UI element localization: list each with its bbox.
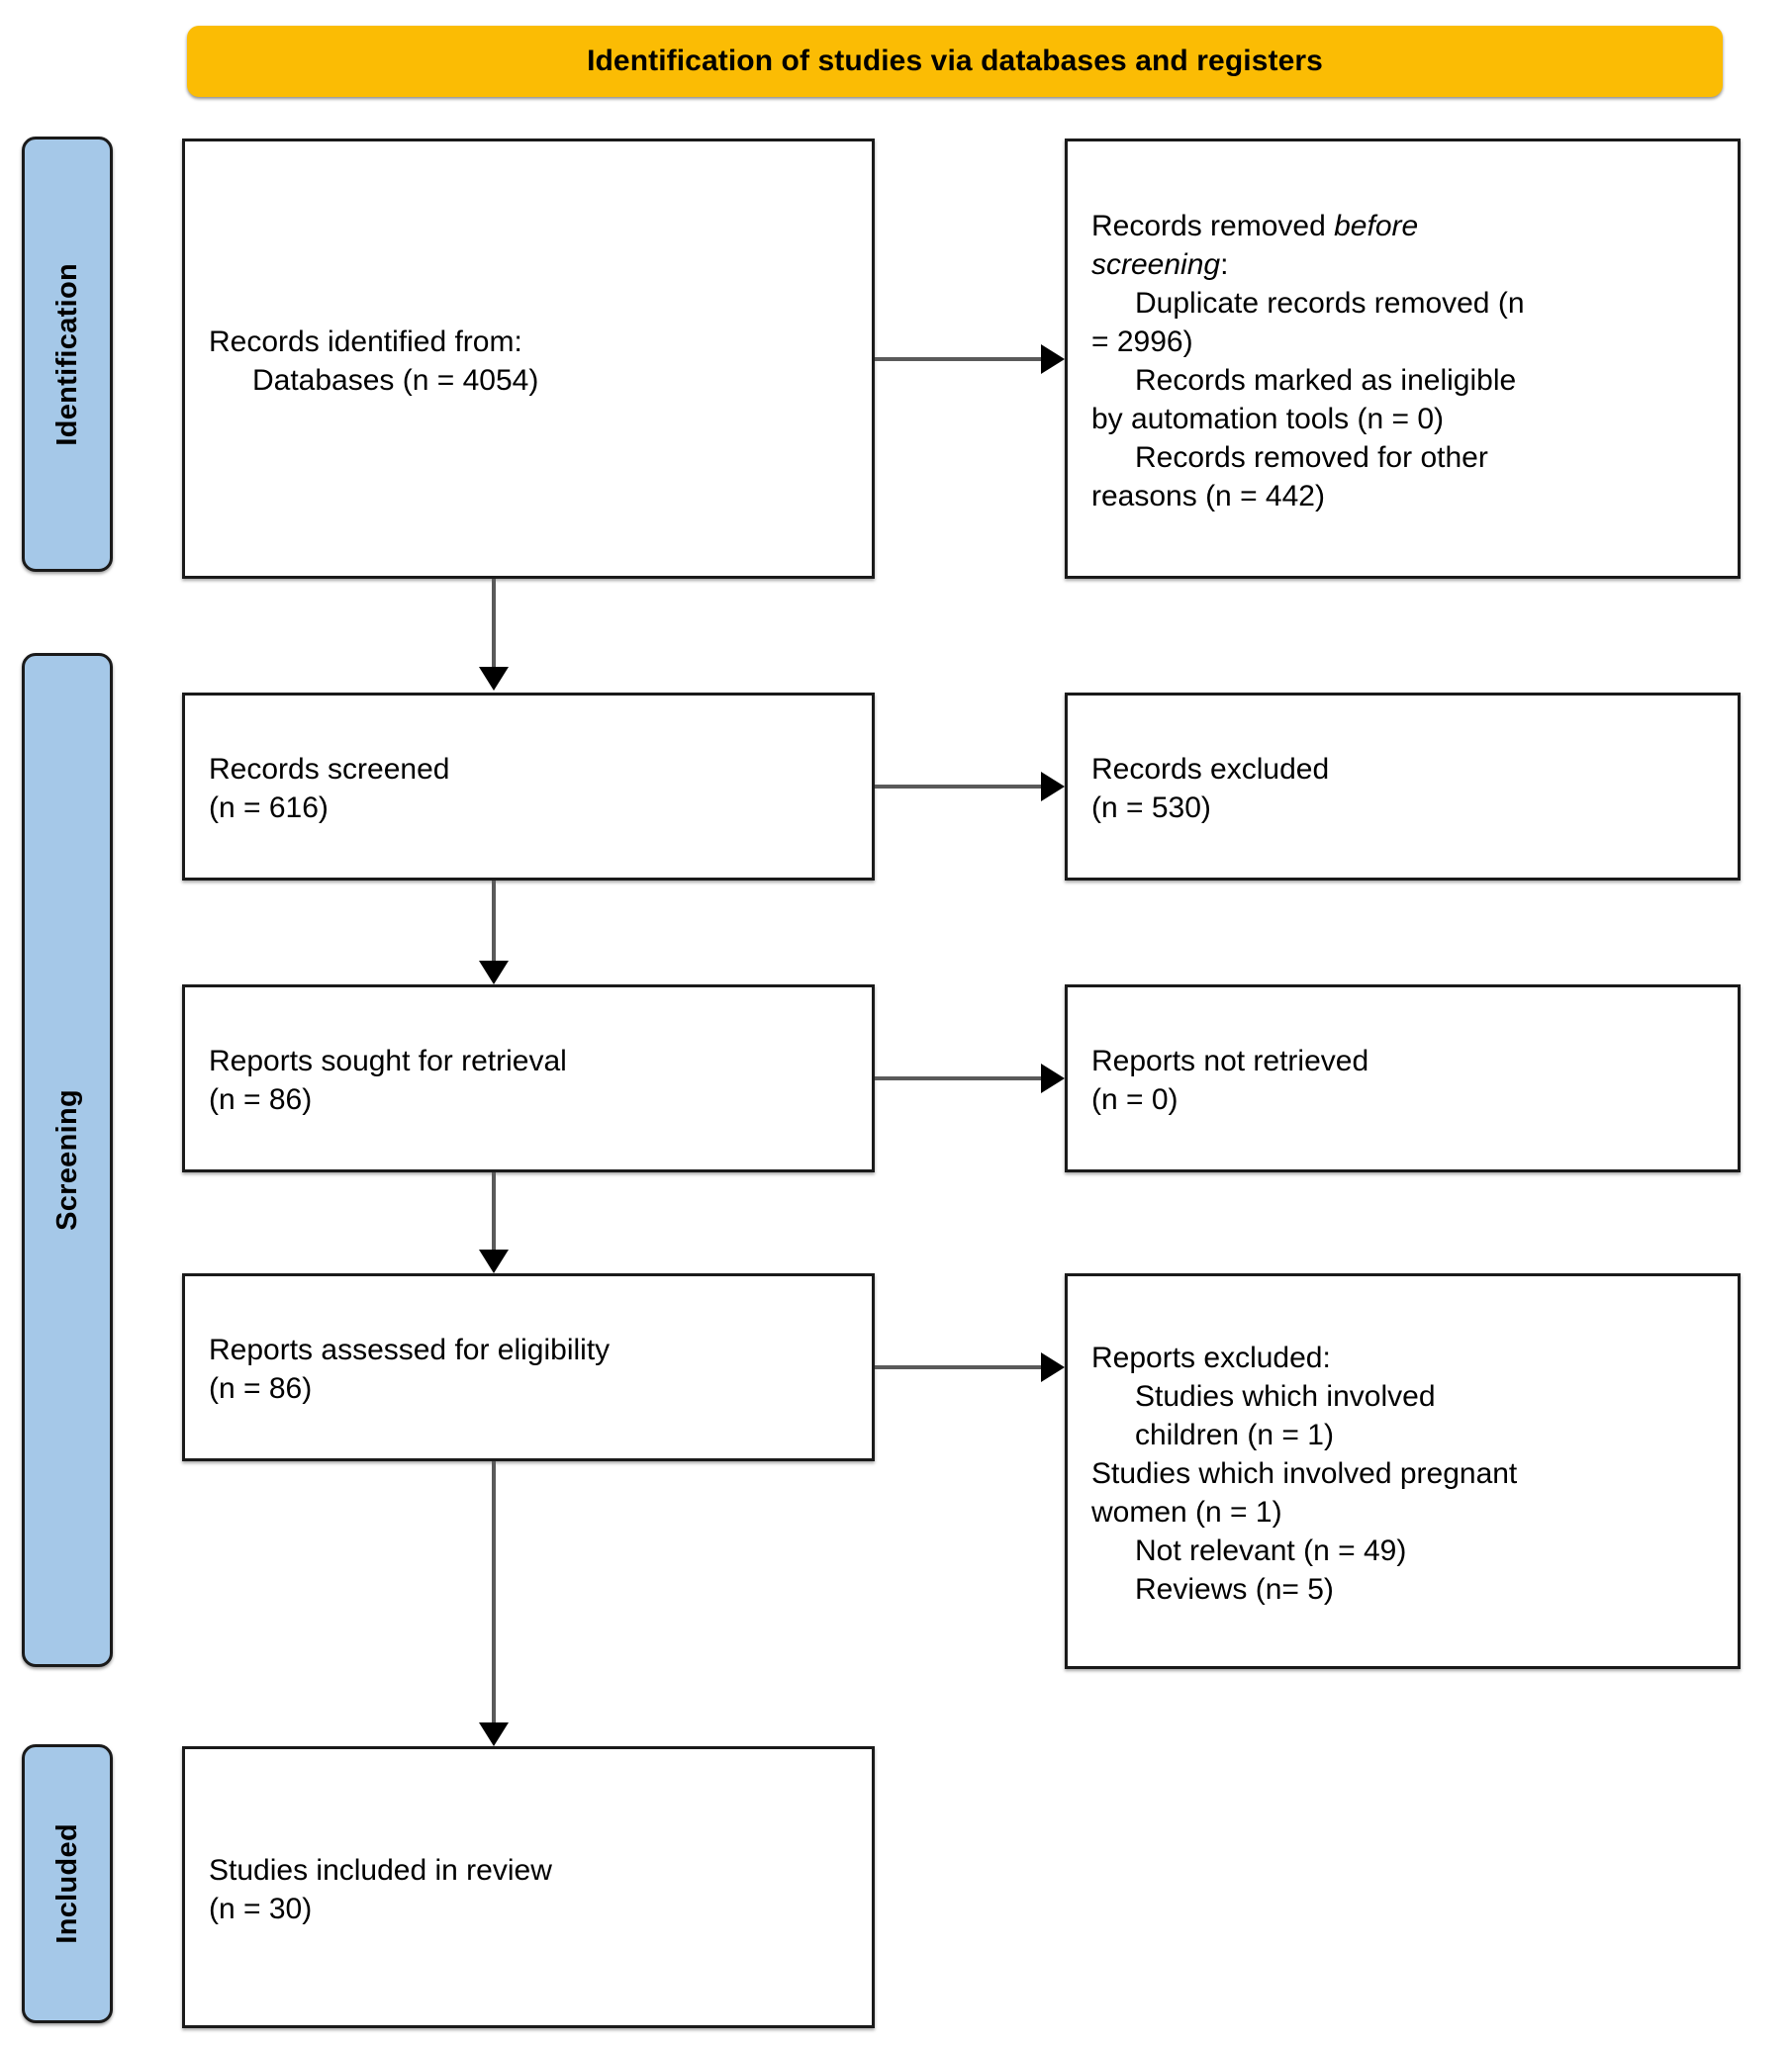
reports-excluded-line-1: Reports excluded: bbox=[1091, 1341, 1331, 1374]
arrow-screened-to-excluded bbox=[1041, 772, 1065, 801]
records-identified-line-2: Databases (n = 4054) bbox=[209, 361, 852, 400]
reports-not-retrieved-line-1: Reports not retrieved bbox=[1091, 1045, 1369, 1077]
arrow-screened-to-sought bbox=[479, 961, 509, 984]
box-records-screened: Records screened (n = 616) bbox=[182, 693, 875, 881]
reports-assessed-line-1: Reports assessed for eligibility bbox=[209, 1334, 611, 1366]
records-removed-line-6: by automation tools (n = 0) bbox=[1091, 402, 1445, 435]
records-removed-line-2: screening: bbox=[1091, 245, 1718, 284]
diagram-header-banner: Identification of studies via databases … bbox=[187, 26, 1723, 97]
reports-sought-line-1: Reports sought for retrieval bbox=[209, 1045, 567, 1077]
connector-identified-to-removed bbox=[875, 357, 1041, 361]
reports-excluded-line-2: Studies which involved bbox=[1135, 1379, 1436, 1413]
box-reports-excluded: Reports excluded: Studies which involved… bbox=[1065, 1273, 1741, 1669]
reports-excluded-line-5: women (n = 1) bbox=[1091, 1495, 1282, 1529]
arrow-assessed-to-excluded bbox=[1041, 1352, 1065, 1382]
connector-screened-to-sought bbox=[492, 881, 496, 961]
records-removed-line-3: Duplicate records removed (n bbox=[1135, 286, 1525, 320]
records-identified-line-1: Records identified from: bbox=[209, 325, 522, 358]
phase-bar-identification: Identification bbox=[22, 137, 113, 572]
records-removed-lead-text: Records removed bbox=[1091, 209, 1335, 242]
records-identified-databases-count: Databases (n = 4054) bbox=[252, 363, 539, 397]
arrow-assessed-to-included bbox=[479, 1722, 509, 1746]
records-removed-before-emphasis: before bbox=[1334, 209, 1419, 242]
arrow-identified-to-screened bbox=[479, 667, 509, 691]
box-reports-sought-for-retrieval: Reports sought for retrieval (n = 86) bbox=[182, 984, 875, 1172]
phase-label-included: Included bbox=[50, 1823, 83, 1944]
box-reports-assessed-for-eligibility: Reports assessed for eligibility (n = 86… bbox=[182, 1273, 875, 1461]
box-reports-not-retrieved: Reports not retrieved (n = 0) bbox=[1065, 984, 1741, 1172]
box-studies-included-in-review: Studies included in review (n = 30) bbox=[182, 1746, 875, 2028]
connector-screened-to-excluded bbox=[875, 785, 1041, 789]
studies-included-line-1: Studies included in review bbox=[209, 1853, 552, 1887]
box-records-excluded: Records excluded (n = 530) bbox=[1065, 693, 1741, 881]
connector-assessed-to-excluded bbox=[875, 1365, 1041, 1369]
records-removed-line-4: = 2996) bbox=[1091, 325, 1193, 358]
records-removed-line-8: reasons (n = 442) bbox=[1091, 479, 1325, 512]
reports-excluded-line-4: Studies which involved pregnant bbox=[1091, 1456, 1518, 1490]
records-screened-line-1: Records screened bbox=[209, 753, 450, 786]
records-excluded-line-1: Records excluded bbox=[1091, 753, 1330, 786]
phase-label-screening: Screening bbox=[50, 1089, 83, 1231]
reports-excluded-line-6: Not relevant (n = 49) bbox=[1135, 1534, 1407, 1567]
records-removed-line-1: Records removed before bbox=[1091, 207, 1718, 245]
connector-sought-to-not-retrieved bbox=[875, 1076, 1041, 1080]
arrow-sought-to-assessed bbox=[479, 1250, 509, 1273]
reports-sought-line-2: (n = 86) bbox=[209, 1083, 313, 1116]
phase-bar-screening: Screening bbox=[22, 653, 113, 1667]
phase-label-identification: Identification bbox=[50, 262, 83, 446]
reports-assessed-line-2: (n = 86) bbox=[209, 1372, 313, 1405]
page-title: Identification of studies via databases … bbox=[587, 45, 1323, 77]
records-excluded-line-2: (n = 530) bbox=[1091, 791, 1211, 824]
reports-not-retrieved-line-2: (n = 0) bbox=[1091, 1083, 1179, 1116]
records-removed-screening-emphasis: screening bbox=[1091, 247, 1221, 281]
reports-excluded-line-3: children (n = 1) bbox=[1135, 1418, 1334, 1451]
records-removed-line-7: Records removed for other bbox=[1135, 440, 1488, 474]
records-removed-colon: : bbox=[1220, 247, 1229, 281]
records-removed-line-5: Records marked as ineligible bbox=[1135, 363, 1517, 397]
records-screened-line-2: (n = 616) bbox=[209, 791, 329, 824]
box-records-identified: Records identified from: Databases (n = … bbox=[182, 139, 875, 579]
studies-included-line-2: (n = 30) bbox=[209, 1892, 313, 1925]
arrow-sought-to-not-retrieved bbox=[1041, 1064, 1065, 1093]
connector-assessed-to-included bbox=[492, 1461, 496, 1722]
phase-bar-included: Included bbox=[22, 1744, 113, 2023]
reports-excluded-line-7: Reviews (n= 5) bbox=[1135, 1572, 1334, 1606]
connector-sought-to-assessed bbox=[492, 1172, 496, 1250]
arrow-identified-to-removed bbox=[1041, 344, 1065, 374]
connector-identified-to-screened bbox=[492, 579, 496, 667]
box-records-removed-before-screening: Records removed before screening: Duplic… bbox=[1065, 139, 1741, 579]
